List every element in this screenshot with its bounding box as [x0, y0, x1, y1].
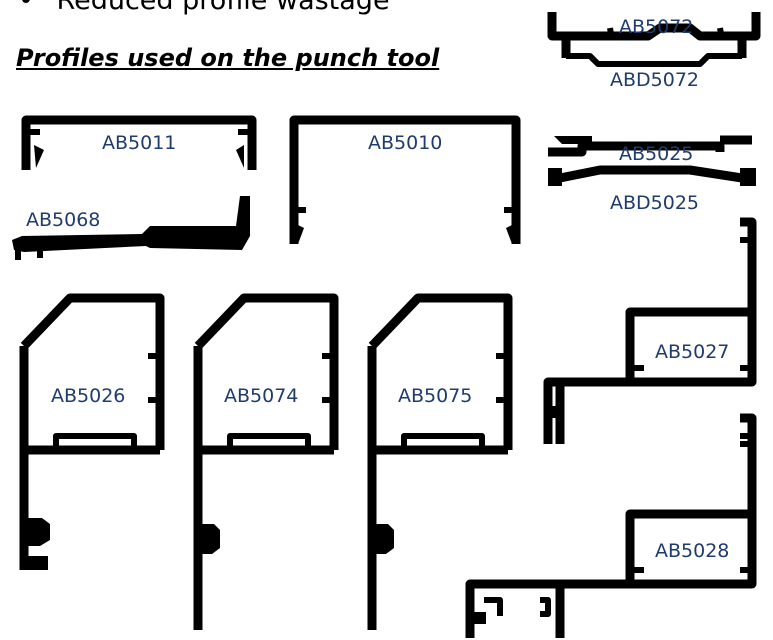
label-ab5028: AB5028 [655, 540, 729, 562]
label-ab5011: AB5011 [102, 132, 176, 154]
label-abd5025: ABD5025 [610, 192, 699, 214]
label-ab5068: AB5068 [26, 209, 100, 231]
label-abd5072: ABD5072 [610, 69, 699, 91]
label-ab5072: AB5072 [619, 16, 693, 38]
label-ab5075: AB5075 [398, 385, 472, 407]
profile-ab5010 [289, 115, 521, 244]
profile-ab5027 [543, 217, 757, 444]
profile-ab5075 [367, 293, 513, 630]
label-ab5010: AB5010 [368, 132, 442, 154]
bullet-item: • Reduced profile wastage [18, 0, 390, 16]
profile-ab5074 [193, 293, 339, 630]
label-ab5027: AB5027 [655, 341, 729, 363]
profile-ab5011 [21, 115, 257, 170]
bullet-text: Reduced profile wastage [56, 0, 390, 16]
section-heading: Profiles used on the punch tool [16, 44, 440, 72]
profile-ab5025 [548, 135, 756, 186]
profile-ab5028 [465, 413, 757, 638]
profile-ab5068 [12, 196, 250, 260]
profile-ab5072 [547, 12, 761, 67]
label-ab5074: AB5074 [224, 385, 298, 407]
bullet-symbol: • [18, 0, 34, 16]
profile-ab5026 [19, 293, 165, 570]
label-ab5025: AB5025 [619, 143, 693, 165]
label-ab5026: AB5026 [51, 385, 125, 407]
